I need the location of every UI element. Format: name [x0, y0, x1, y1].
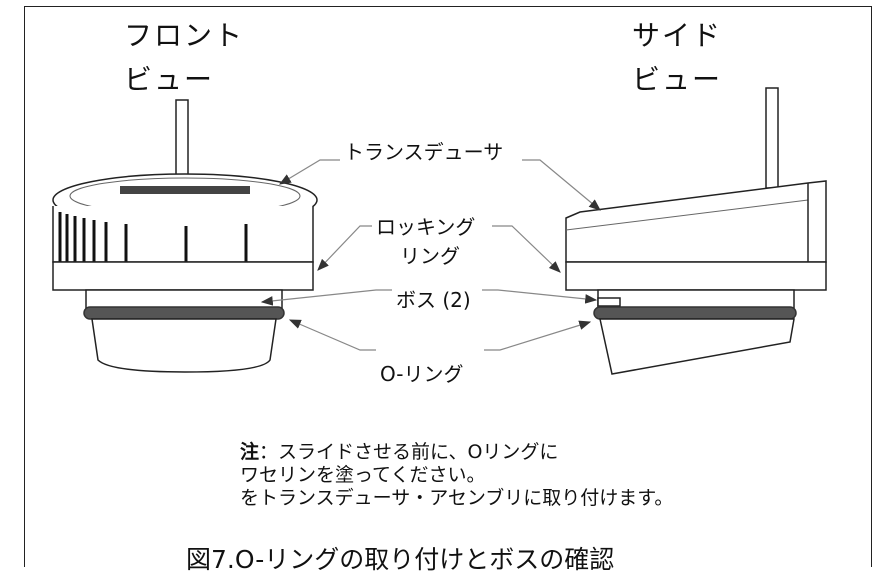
side-view-transducer [565, 87, 827, 375]
front-cup [91, 318, 277, 373]
side-view-title-line2: ビュー [632, 63, 723, 96]
leader-lines [260, 159, 601, 351]
side-locking-ring [565, 261, 827, 291]
side-cup [599, 318, 795, 375]
callout-o-ring: O-リング [380, 362, 464, 386]
callout-transducer: トランスデューサ [344, 140, 504, 164]
front-o-ring [83, 306, 285, 320]
note-prefix: 注 [240, 441, 260, 463]
instruction-note: 注：スライドさせる前に、Oリングに ワセリンを塗ってください。 をトランスデュー… [240, 441, 673, 510]
figure-caption: 図7.O-リングの取り付けとボスの確認 [186, 545, 615, 574]
front-view-transducer [52, 99, 318, 373]
side-boss [597, 297, 621, 307]
note-line1: ：スライドさせる前に、Oリングに [259, 441, 559, 463]
callout-locking-ring-line2: リング [400, 244, 460, 268]
note-line3: をトランスデューサ・アセンブリに取り付けます。 [240, 487, 674, 509]
side-o-ring [593, 306, 797, 320]
front-mast [175, 99, 189, 185]
front-locking-ring [52, 261, 314, 291]
note-line2: ワセリンを塗ってください。 [240, 464, 486, 486]
callout-locking-ring-line1: ロッキング [376, 215, 476, 239]
front-view-title-line2: ビュー [124, 63, 215, 96]
side-top [565, 180, 827, 263]
side-mast [765, 87, 779, 189]
callout-boss: ボス (2) [396, 288, 471, 312]
front-logo-band [120, 186, 250, 194]
front-body [52, 206, 314, 263]
figure-frame [24, 6, 872, 567]
side-view-title-line1: サイド [632, 19, 723, 52]
front-view-title-line1: フロント [124, 19, 245, 52]
